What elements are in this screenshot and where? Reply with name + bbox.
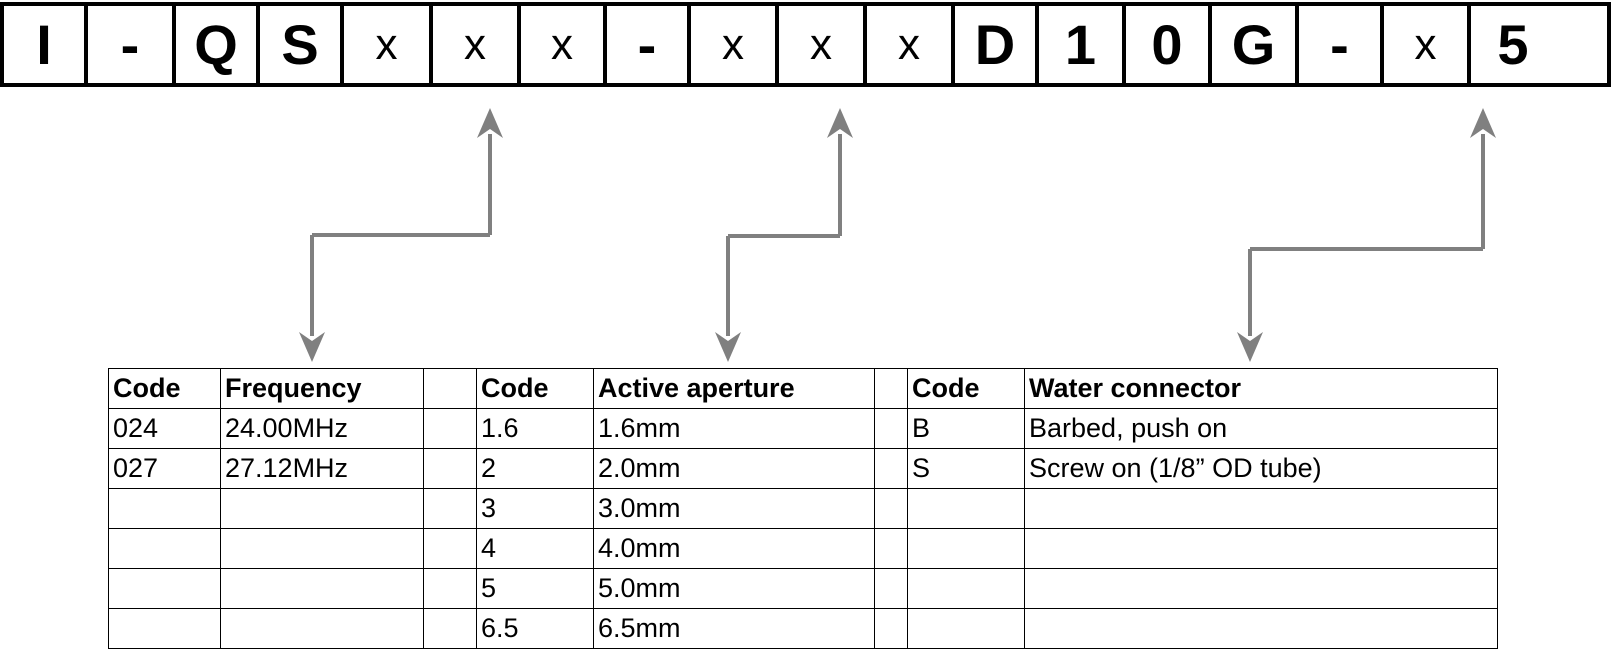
- cell-frequency-code: [108, 488, 221, 529]
- header-aperture: Active aperture: [593, 368, 875, 409]
- cell-frequency-code: [108, 608, 221, 649]
- cell-aperture-code: 5: [476, 568, 594, 609]
- cell-water-code: [907, 528, 1025, 569]
- cell-frequency: [220, 568, 424, 609]
- cell-water-connector: Screw on (1/8” OD tube): [1024, 448, 1498, 489]
- cell-water-code: S: [907, 448, 1025, 489]
- part-number-char-16: x: [1384, 6, 1471, 83]
- spacer-column-2: [874, 488, 908, 529]
- cell-aperture-code: 2: [476, 448, 594, 489]
- spacer-column-1: [423, 528, 477, 569]
- frequency-leader: [299, 108, 503, 362]
- part-number-char-11: D: [955, 6, 1039, 83]
- arrowhead-down-icon: [715, 332, 741, 362]
- spacer-column-2: [874, 448, 908, 489]
- part-number-char-5: x: [433, 6, 521, 83]
- part-number-char-14: G: [1212, 6, 1299, 83]
- header-frequency-code: Code: [108, 368, 221, 409]
- header-water-code: Code: [907, 368, 1025, 409]
- cell-frequency-code: [108, 568, 221, 609]
- arrowhead-down-icon: [1237, 332, 1263, 362]
- header-aperture-code: Code: [476, 368, 594, 409]
- cell-aperture: 2.0mm: [593, 448, 875, 489]
- part-number-char-17: 5: [1471, 6, 1555, 83]
- spacer-column-1: [423, 368, 477, 409]
- cell-aperture: 1.6mm: [593, 408, 875, 449]
- spacer-column-2: [874, 528, 908, 569]
- header-water-connector: Water connector: [1024, 368, 1498, 409]
- spacer-column-2: [874, 608, 908, 649]
- spacer-column-1: [423, 488, 477, 529]
- cell-water-code: B: [907, 408, 1025, 449]
- cell-aperture: 6.5mm: [593, 608, 875, 649]
- cell-frequency: 24.00MHz: [220, 408, 424, 449]
- cell-water-connector: [1024, 488, 1498, 529]
- part-number-char-15: -: [1299, 6, 1384, 83]
- spacer-column-1: [423, 608, 477, 649]
- part-number-char-3: S: [260, 6, 344, 83]
- cell-water-code: [907, 608, 1025, 649]
- arrowhead-up-icon: [1470, 108, 1496, 138]
- cell-water-connector: Barbed, push on: [1024, 408, 1498, 449]
- cell-frequency-code: 024: [108, 408, 221, 449]
- cell-water-connector: [1024, 528, 1498, 569]
- spacer-column-1: [423, 448, 477, 489]
- spacer-column-2: [874, 408, 908, 449]
- part-number-char-0: I: [4, 6, 88, 83]
- connector-leader: [1237, 108, 1496, 362]
- spacer-column-2: [874, 368, 908, 409]
- cell-aperture: 5.0mm: [593, 568, 875, 609]
- header-frequency: Frequency: [220, 368, 424, 409]
- cell-aperture-code: 6.5: [476, 608, 594, 649]
- cell-aperture-code: 1.6: [476, 408, 594, 449]
- part-number-char-7: -: [607, 6, 691, 83]
- cell-aperture-code: 3: [476, 488, 594, 529]
- cell-water-connector: [1024, 568, 1498, 609]
- part-number-char-4: x: [344, 6, 433, 83]
- part-number-char-6: x: [521, 6, 607, 83]
- cell-frequency: 27.12MHz: [220, 448, 424, 489]
- part-number-char-12: 1: [1039, 6, 1126, 83]
- cell-frequency: [220, 608, 424, 649]
- cell-water-connector: [1024, 608, 1498, 649]
- part-number-char-2: Q: [176, 6, 260, 83]
- spacer-column-1: [423, 568, 477, 609]
- arrowhead-down-icon: [299, 332, 325, 362]
- cell-frequency: [220, 488, 424, 529]
- part-number-char-10: x: [867, 6, 955, 83]
- cell-water-code: [907, 568, 1025, 609]
- cell-frequency-code: 027: [108, 448, 221, 489]
- cell-water-code: [907, 488, 1025, 529]
- cell-aperture: 4.0mm: [593, 528, 875, 569]
- arrowhead-up-icon: [477, 108, 503, 138]
- part-number-char-8: x: [691, 6, 779, 83]
- part-number-char-9: x: [779, 6, 867, 83]
- aperture-leader: [715, 108, 853, 362]
- part-number-char-13: 0: [1126, 6, 1212, 83]
- cell-frequency-code: [108, 528, 221, 569]
- spacer-column-1: [423, 408, 477, 449]
- spacer-column-2: [874, 568, 908, 609]
- cell-aperture-code: 4: [476, 528, 594, 569]
- cell-frequency: [220, 528, 424, 569]
- part-number-char-1: -: [88, 6, 176, 83]
- cell-aperture: 3.0mm: [593, 488, 875, 529]
- arrowhead-up-icon: [827, 108, 853, 138]
